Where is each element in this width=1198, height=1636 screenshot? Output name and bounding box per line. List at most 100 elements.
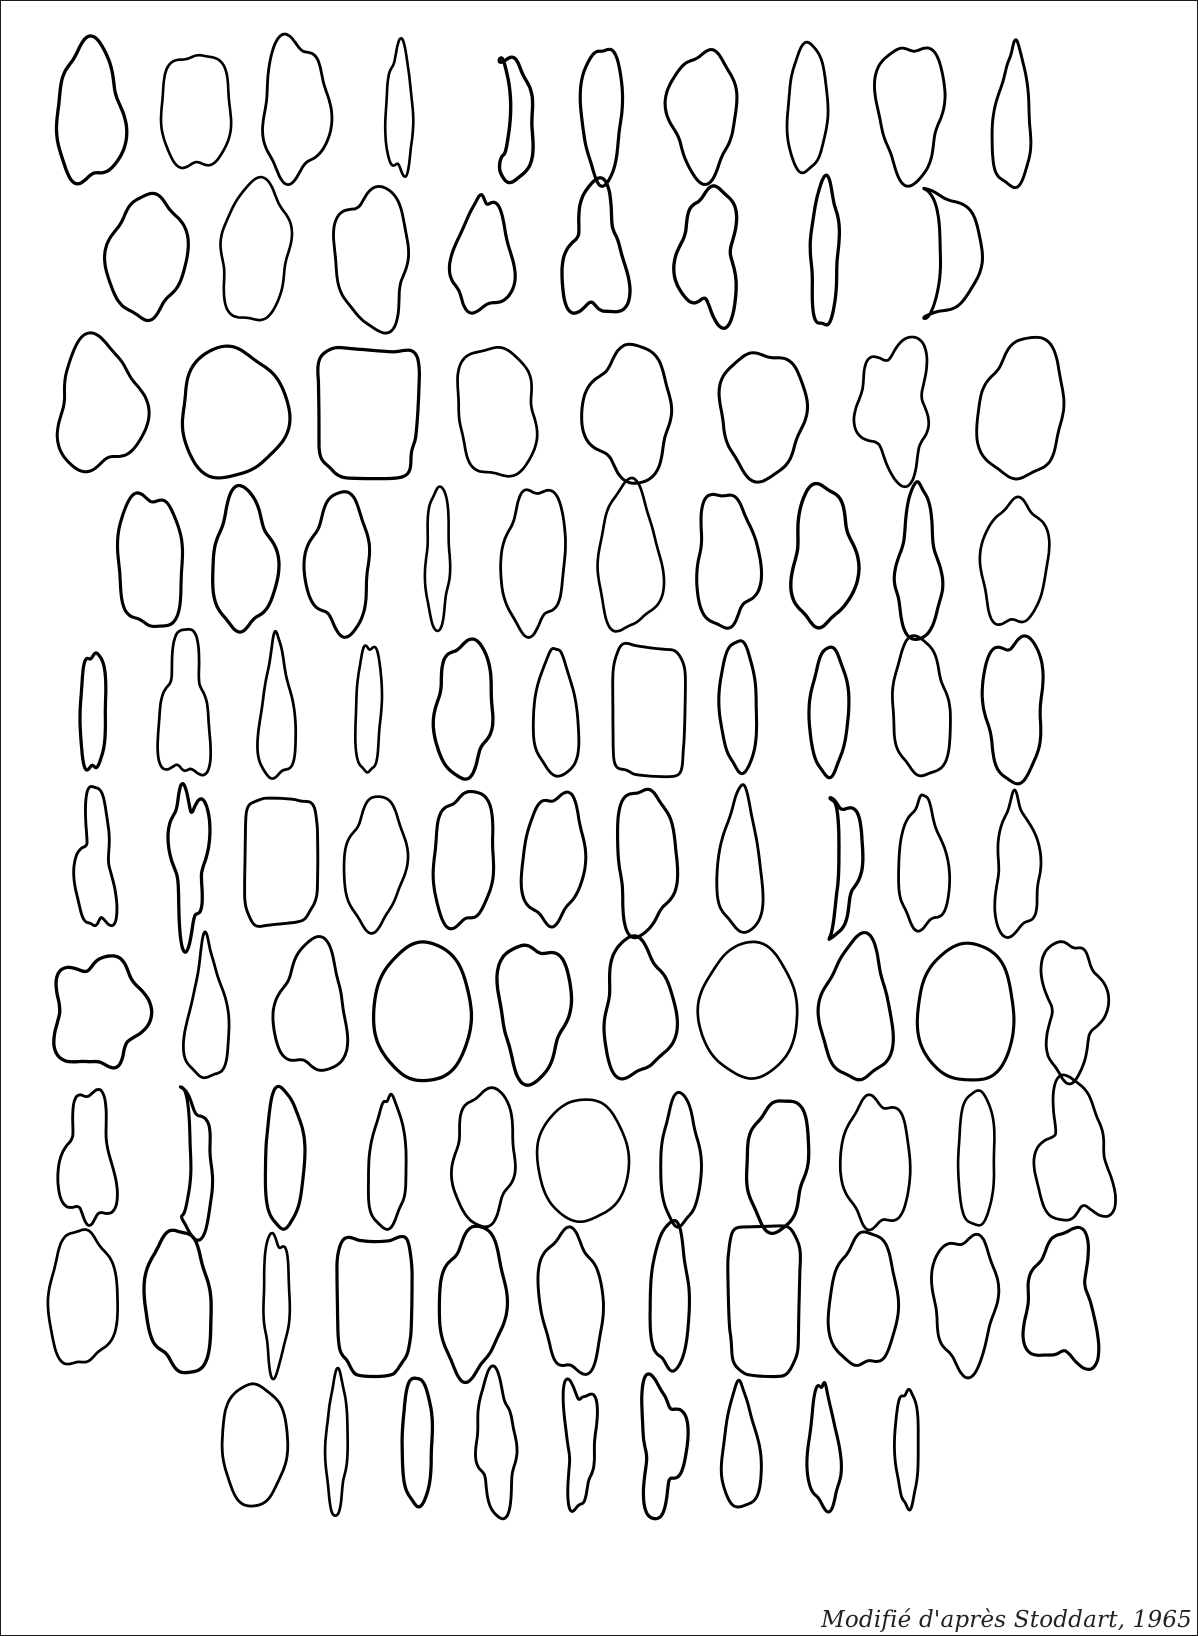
outline-cup-r5c11 xyxy=(982,636,1043,784)
outline-rod-r10c9 xyxy=(894,1389,918,1510)
outline-flag-r1c5 xyxy=(499,57,533,182)
outline-circle-r7c7 xyxy=(698,942,798,1079)
outline-hook-r2c6 xyxy=(674,186,737,328)
outline-slipper-r1c1 xyxy=(56,36,126,184)
outline-arrowhead-r3c4 xyxy=(458,347,538,476)
outline-d-shape-r1c3 xyxy=(263,34,332,185)
outline-d-shape-r8c8 xyxy=(747,1101,809,1233)
outline-circle-r7c4 xyxy=(374,942,472,1081)
outline-kidney-r1c2 xyxy=(161,55,231,168)
outline-cup-r7c8 xyxy=(818,933,893,1080)
outline-teardrop-r5c6 xyxy=(533,648,579,776)
outline-capsule-r8c10 xyxy=(958,1090,994,1225)
outline-kidney-r4c7 xyxy=(697,494,762,628)
outline-circle-r7c9 xyxy=(917,943,1014,1080)
outline-zigzag-r6c2 xyxy=(168,784,210,953)
outline-crescent-r3c1 xyxy=(57,333,149,472)
outline-oval-r3c8 xyxy=(977,337,1064,479)
outline-leaf-r1c10 xyxy=(992,40,1031,188)
outline-capsule-r1c6 xyxy=(580,49,622,186)
outline-fork-r5c2 xyxy=(158,629,211,775)
outline-irregular-square-r2c2 xyxy=(220,177,292,320)
outline-cup-r6c4 xyxy=(344,797,408,934)
outline-rounded-square-r9c8 xyxy=(728,1226,801,1377)
outline-rod-r2c7 xyxy=(810,175,839,325)
outline-hook-r10c6 xyxy=(642,1374,688,1519)
outline-zigzag-r10c5 xyxy=(563,1379,597,1511)
outline-star-r9c11 xyxy=(1023,1227,1099,1369)
source-caption: Modifié d'après Stoddart, 1965 xyxy=(821,1607,1192,1633)
outline-egg-r2c3 xyxy=(334,186,409,333)
outline-hook-r8c1 xyxy=(58,1089,118,1225)
outline-capsule-r8c7 xyxy=(661,1092,702,1227)
outline-bean-r4c6 xyxy=(598,478,664,631)
outline-hook-r7c10 xyxy=(1041,942,1109,1084)
outline-egg-r9c2 xyxy=(144,1230,211,1372)
outline-rounded-square-r9c4 xyxy=(337,1237,412,1377)
outline-capsule-r10c3 xyxy=(402,1378,432,1507)
outline-crescent-r5c5 xyxy=(433,639,493,779)
outline-pear-r4c8 xyxy=(791,484,859,628)
outline-rod-r5c1 xyxy=(80,653,106,770)
outline-rod-r9c3 xyxy=(263,1233,289,1379)
outline-triangle-r6c11 xyxy=(995,790,1041,937)
outline-triangle-peak-r2c4 xyxy=(449,195,515,314)
outline-star-r7c1 xyxy=(54,956,152,1068)
outline-egg-r3c5 xyxy=(582,344,672,483)
outline-egg-r9c5 xyxy=(439,1226,507,1382)
outline-hook-r3c7 xyxy=(854,337,929,487)
outline-leaf-r5c3 xyxy=(257,631,295,778)
outline-crescent-r6c5 xyxy=(433,792,493,929)
outline-ovoid-r4c1 xyxy=(118,493,183,627)
outline-heart-r7c3 xyxy=(273,937,348,1071)
outline-heart-r9c1 xyxy=(48,1230,118,1365)
outline-capsule-r5c9 xyxy=(809,647,849,778)
outline-rod-r10c2 xyxy=(325,1368,348,1516)
outline-round-r10c1 xyxy=(222,1384,288,1506)
outline-square-r3c3 xyxy=(318,348,420,479)
outline-flag-r8c2 xyxy=(180,1087,212,1240)
outline-teardrop-r10c7 xyxy=(721,1380,761,1507)
outline-d-shape-r9c9 xyxy=(828,1232,898,1366)
outline-square-r5c7 xyxy=(613,643,686,776)
outline-crescent-r8c5 xyxy=(451,1088,515,1227)
outline-arrowhead-r6c6 xyxy=(521,792,586,927)
outline-rounded-square-r6c3 xyxy=(245,798,318,926)
outline-leaf-r10c8 xyxy=(807,1383,842,1512)
outline-hook-r2c5 xyxy=(562,178,630,313)
outline-round-r3c2 xyxy=(182,346,290,478)
outline-d-shape-r8c9 xyxy=(840,1095,910,1230)
outline-capsule-r9c7 xyxy=(650,1220,689,1371)
outline-slipper-r4c2 xyxy=(213,485,279,632)
outline-pebble-r4c5 xyxy=(501,490,566,638)
outline-capsule-r5c8 xyxy=(719,641,757,774)
outline-circle-r8c6 xyxy=(537,1100,629,1222)
outline-zigzag-r6c1 xyxy=(74,786,117,925)
outline-blob-r1c7 xyxy=(665,50,737,185)
outline-flag-r6c9 xyxy=(829,798,863,939)
outline-bean-r7c5 xyxy=(497,945,572,1085)
outline-peanut-r9c6 xyxy=(538,1227,604,1375)
outline-peak-r4c9 xyxy=(894,482,943,640)
outline-cup-r9c10 xyxy=(931,1234,998,1378)
outline-peak-r6c10 xyxy=(899,795,950,931)
outline-rod-r1c4 xyxy=(385,38,413,176)
outline-leaf-r7c2 xyxy=(183,932,229,1078)
outline-capsule-r1c8 xyxy=(787,42,828,173)
outline-diamond-r2c1 xyxy=(105,193,189,320)
outline-star-r8c11 xyxy=(1034,1075,1116,1220)
outline-cup-r3c6 xyxy=(719,353,807,482)
outline-peanut-r7c6 xyxy=(604,936,677,1079)
outline-d-shape-r6c7 xyxy=(618,789,678,937)
outline-teardrop-r6c8 xyxy=(717,785,763,933)
outline-capsule-r8c3 xyxy=(265,1086,305,1229)
outline-rod-r5c4 xyxy=(355,645,382,772)
outline-rod-r4c4 xyxy=(425,487,450,631)
outline-pentagon-r2c8 xyxy=(924,188,983,318)
outline-egg-r4c3 xyxy=(304,492,370,638)
outline-egg-r4c10 xyxy=(980,497,1049,625)
outline-leaf-r8c4 xyxy=(368,1094,406,1229)
outline-d-shape-r5c10 xyxy=(892,636,950,776)
outline-hook-r10c4 xyxy=(475,1366,517,1519)
